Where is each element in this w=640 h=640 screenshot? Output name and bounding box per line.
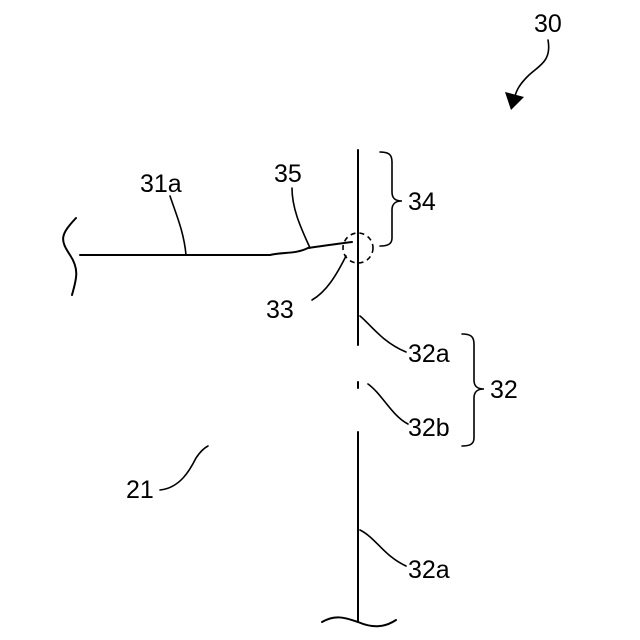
label-33: 33 <box>266 296 294 324</box>
leader-35 <box>292 188 310 248</box>
leader-32a-upper <box>360 316 406 352</box>
label-32a-upper: 32a <box>408 340 450 368</box>
label-30: 30 <box>534 10 562 38</box>
label-32: 32 <box>490 376 518 404</box>
label-32b: 32b <box>408 414 450 442</box>
label-31a: 31a <box>140 170 182 198</box>
joint-portion-35 <box>270 242 352 255</box>
leader-33 <box>312 256 346 300</box>
leader-32a-lower <box>360 530 406 566</box>
brace-32 <box>462 334 484 446</box>
assembly-arrow <box>505 40 549 110</box>
label-34: 34 <box>408 188 436 216</box>
label-32a-lower: 32a <box>408 556 450 584</box>
horizontal-member-31a <box>63 218 270 295</box>
leader-31a <box>170 196 186 255</box>
label-35: 35 <box>274 160 302 188</box>
brace-34 <box>380 152 402 246</box>
leader-21 <box>160 446 208 490</box>
label-21: 21 <box>126 476 154 504</box>
leader-32b <box>368 384 408 424</box>
